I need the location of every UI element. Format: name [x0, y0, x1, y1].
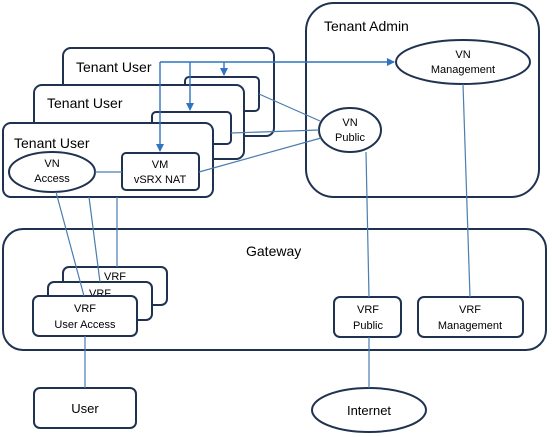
vrf-management-node: VRF Management — [417, 296, 524, 338]
vn-access-line2: Access — [34, 173, 70, 185]
vn-public-line2: Public — [335, 132, 365, 144]
user-node: User — [33, 387, 137, 429]
vrf-management-line1: VRF — [459, 304, 481, 316]
vm-line1: VM — [152, 159, 169, 171]
vrf-user-access-line1: VRF — [74, 303, 96, 315]
link-vn-management-to-vrf-management — [462, 83, 471, 298]
vm-vsrx-node: VM vSRX NAT — [121, 152, 200, 191]
link-tenant-middle-to-vrf — [88, 196, 101, 283]
tenant-admin-title: Tenant Admin — [324, 18, 409, 34]
internet-node: Internet — [311, 387, 427, 433]
link-vm-back-to-vn-public — [258, 93, 321, 122]
tenant-admin-box: Tenant Admin — [305, 2, 540, 198]
management-arrows — [156, 58, 395, 152]
vm-line2: vSRX NAT — [134, 174, 187, 186]
internet-label: Internet — [347, 403, 391, 418]
link-vn-public-to-vrf-public — [365, 151, 370, 298]
vrf-public-line1: VRF — [357, 304, 379, 316]
tenant-user-title-front: Tenant User — [14, 135, 90, 151]
user-label: User — [71, 401, 99, 416]
connection-lines — [55, 83, 471, 388]
link-vn-access-to-vrf-user-access — [55, 191, 85, 297]
tenant-user-title-middle: Tenant User — [47, 95, 123, 111]
gateway-title: Gateway — [246, 243, 301, 259]
vrf-public-node: VRF Public — [333, 296, 402, 338]
vn-access-node: VN Access — [8, 151, 96, 193]
vn-management-node: VN Management — [395, 39, 531, 85]
vrf-user-access-node: VRF User Access — [32, 295, 138, 337]
link-vsrx-to-vn-public — [198, 137, 322, 173]
tenant-user-title-back: Tenant User — [76, 59, 152, 75]
vn-public-line1: VN — [342, 117, 357, 129]
vrf-management-line2: Management — [438, 320, 502, 332]
link-vm-middle-to-vn-public — [230, 129, 320, 134]
vn-public-node: VN Public — [318, 107, 382, 153]
vn-access-line1: VN — [44, 158, 59, 170]
vn-management-line1: VN — [455, 49, 470, 61]
vrf-user-access-line2: User Access — [54, 319, 116, 331]
vrf-stack-back-label: VRF — [104, 271, 126, 283]
vn-management-line2: Management — [431, 64, 495, 76]
vrf-public-line2: Public — [353, 320, 383, 332]
